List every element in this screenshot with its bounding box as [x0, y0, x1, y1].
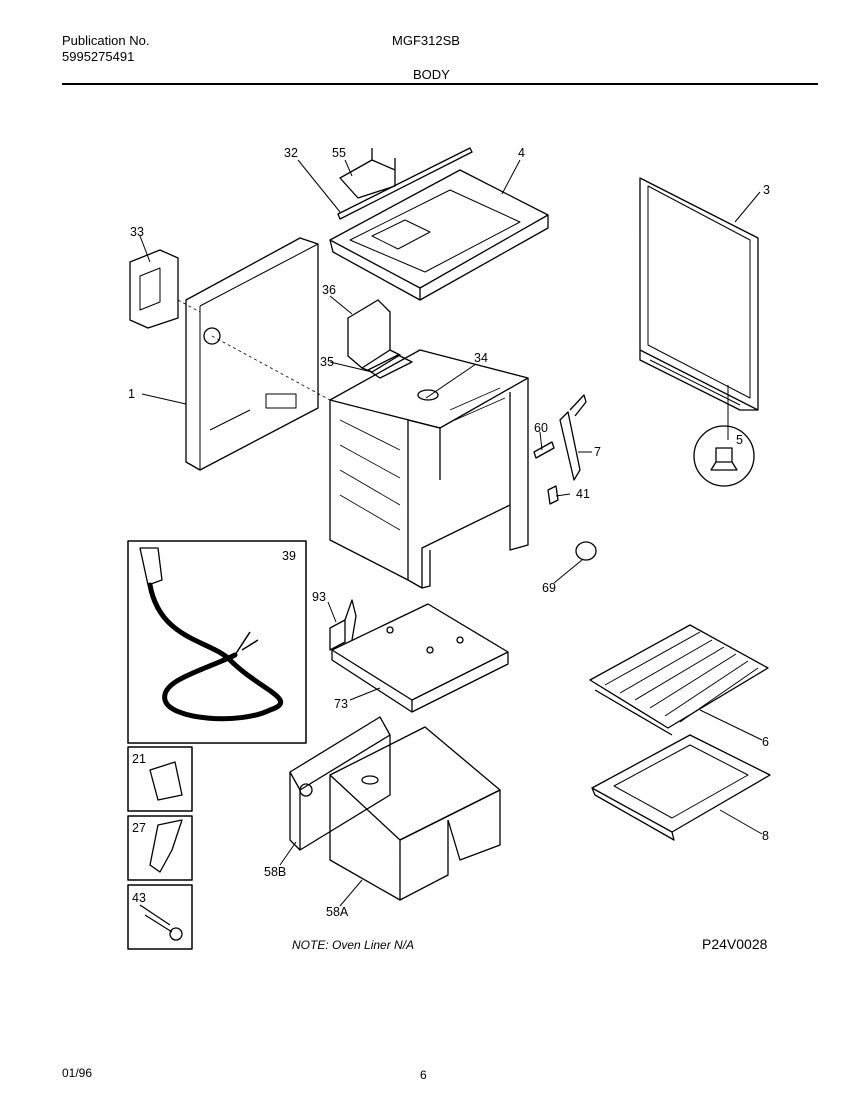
label-part-21: 21	[132, 752, 146, 766]
hinge-part-7	[559, 394, 587, 481]
label-part-69: 69	[542, 581, 556, 595]
label-part-1: 1	[128, 387, 135, 401]
label-part-6: 6	[762, 735, 769, 749]
label-part-7: 7	[594, 445, 601, 459]
bracket-part-33	[129, 249, 179, 329]
knob-part-69	[575, 541, 597, 561]
label-part-39: 39	[282, 549, 296, 563]
label-part-5: 5	[736, 433, 743, 447]
bracket-part-55	[339, 148, 396, 199]
trim-strip-part-32	[337, 147, 473, 220]
diagram-code: P24V0028	[702, 936, 768, 952]
label-part-43: 43	[132, 891, 146, 905]
label-part-41: 41	[576, 487, 590, 501]
publication-number: 5995275491	[62, 49, 135, 64]
leader-lines	[139, 159, 763, 907]
label-part-58b: 58B	[264, 865, 286, 879]
label-part-35: 35	[320, 355, 334, 369]
footer-date: 01/96	[62, 1066, 93, 1080]
label-part-4: 4	[518, 146, 525, 160]
top-panel-part-4	[329, 169, 549, 301]
screw-inset-43	[127, 884, 193, 950]
oven-rack-part-6	[589, 624, 769, 736]
model-number: MGF312SB	[392, 33, 460, 48]
main-body-frame	[329, 349, 529, 589]
label-part-27: 27	[132, 821, 146, 835]
side-panel-part-3	[639, 177, 759, 411]
label-part-73: 73	[334, 697, 348, 711]
clamp-inset-21	[127, 746, 193, 812]
power-cord-part-39	[139, 547, 284, 722]
leveling-leg-part-5	[693, 385, 755, 487]
power-cord-inset-39	[127, 540, 307, 744]
bottom-panel-part-73	[331, 603, 509, 713]
clip-part-41	[547, 485, 559, 505]
label-part-8: 8	[762, 829, 769, 843]
bracket-part-60	[533, 441, 555, 459]
strain-relief-inset-27	[127, 815, 193, 881]
drawer-body-part-58a	[329, 726, 501, 901]
broiler-pan-part-8	[591, 734, 771, 841]
gasket-part-35	[367, 354, 413, 379]
label-part-93: 93	[312, 590, 326, 604]
label-part-32: 32	[284, 146, 298, 160]
vent-duct-part-36	[347, 299, 401, 373]
label-part-55: 55	[332, 146, 346, 160]
diagram-note: NOTE: Oven Liner N/A	[292, 938, 415, 952]
back-panel-part-1	[185, 237, 319, 471]
screw-part-43	[139, 904, 183, 941]
header-rule	[62, 83, 818, 85]
label-part-58a: 58A	[326, 905, 349, 919]
label-part-60: 60	[534, 421, 548, 435]
label-part-36: 36	[322, 283, 336, 297]
page-number: 6	[420, 1068, 427, 1082]
section-title: BODY	[413, 67, 450, 82]
label-part-33: 33	[130, 225, 144, 239]
publication-label: Publication No.	[62, 33, 150, 48]
label-part-3: 3	[763, 183, 770, 197]
label-part-34: 34	[474, 351, 488, 365]
bracket-part-93	[329, 599, 357, 651]
